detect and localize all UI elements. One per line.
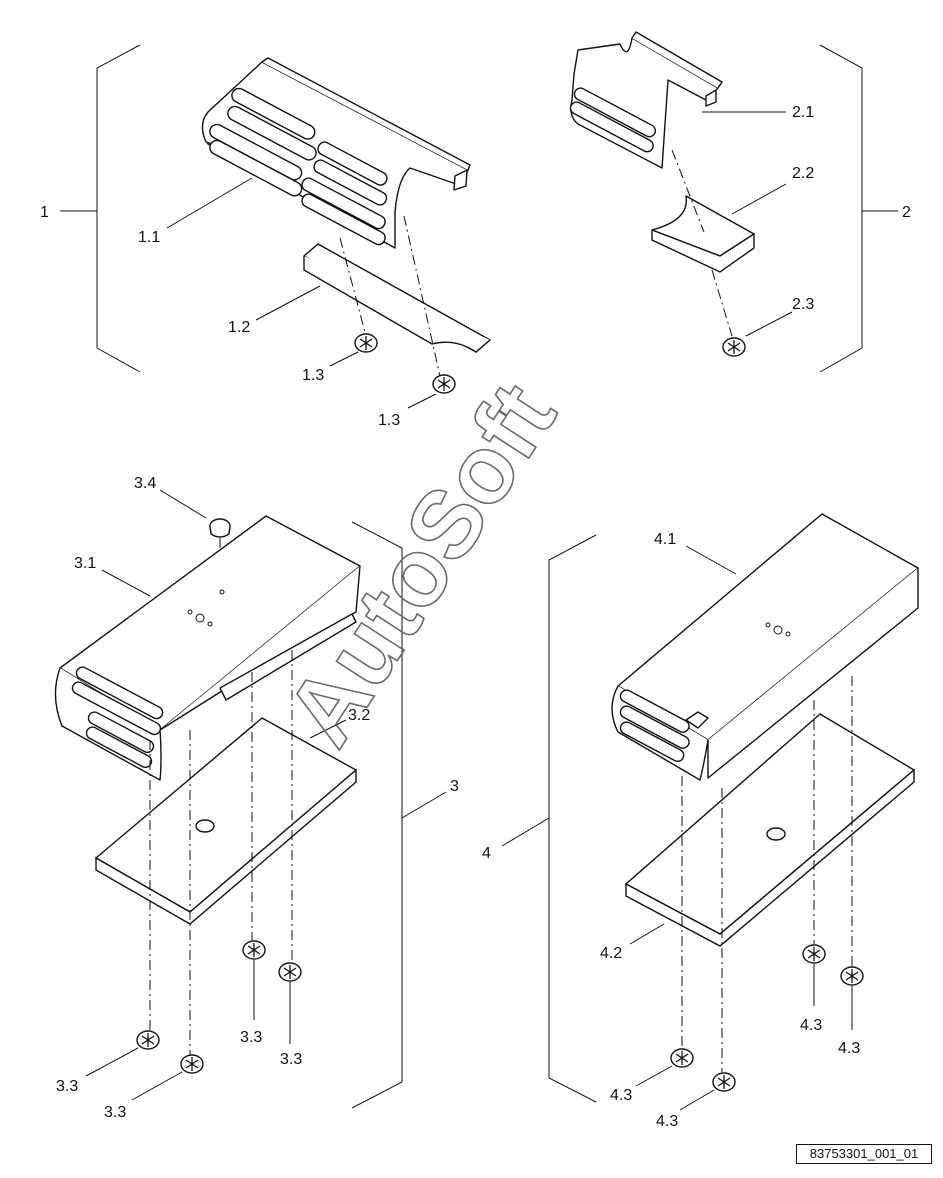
part-1-1-cover	[201, 57, 471, 249]
part-1-3-rivet-b	[432, 374, 456, 394]
group-4-bracket	[548, 534, 597, 1103]
group-1-bracket	[96, 44, 141, 373]
part-3-2-label: 3.2	[348, 707, 370, 724]
part-1-3a-leader	[329, 351, 359, 367]
part-4-2-label: 4.2	[600, 945, 622, 962]
group-2: 2 2.1 2.2 2.3	[569, 31, 911, 373]
group-3-label: 3	[450, 778, 459, 795]
part-2-3-leader	[745, 311, 793, 337]
part-2-1-label: 2.1	[792, 104, 814, 121]
group-4: 4 4.1 4.2	[482, 513, 919, 1130]
part-1-3-rivet-a	[354, 333, 378, 353]
part-2-3-rivet	[722, 337, 746, 357]
part-4-1-label: 4.1	[654, 531, 676, 548]
part-4-3b-leader	[679, 1089, 715, 1111]
group-3-bracket	[351, 521, 403, 1109]
part-2-1-cover	[569, 31, 723, 169]
group-3-leader	[401, 791, 447, 819]
part-4-3b-label: 4.3	[656, 1113, 678, 1130]
part-2-2-pad	[651, 195, 755, 273]
part-3-1-leader	[101, 569, 151, 597]
part-2-3-label: 2.3	[792, 296, 814, 313]
group-1-label: 1	[40, 204, 49, 221]
part-3-3a-leader	[85, 1047, 139, 1077]
part-3-3a-label: 3.3	[56, 1078, 78, 1095]
group-2-bracket	[819, 44, 863, 373]
part-1-2-label: 1.2	[228, 319, 250, 336]
part-4-3-rivet-d	[840, 966, 864, 986]
part-3-3-rivet-a	[136, 1030, 160, 1050]
part-4-3-rivet-c	[802, 944, 826, 964]
part-3-3d-label: 3.3	[280, 1051, 302, 1068]
part-3-2-leader	[309, 719, 347, 739]
part-2-2-label: 2.2	[792, 165, 814, 182]
part-3-3c-label: 3.3	[240, 1029, 262, 1046]
part-4-3-rivet-b	[712, 1072, 736, 1092]
part-1-2-pad	[303, 243, 491, 353]
group-1: 1 1.1 1.2 1.3	[40, 44, 491, 429]
part-3-3-rivet-c	[242, 940, 266, 960]
part-4-1-cover	[611, 513, 919, 781]
group-4-label: 4	[482, 845, 491, 862]
figure-reference-number: 83753301_001_01	[796, 1144, 932, 1164]
group-3: 3 3.4 3.1	[54, 475, 459, 1121]
part-3-3b-leader	[131, 1071, 183, 1101]
part-1-3b-leader	[407, 393, 437, 409]
part-3-4-label: 3.4	[134, 475, 156, 492]
group-4-leader	[501, 817, 550, 847]
part-3-3-rivet-b	[180, 1054, 204, 1074]
part-4-3d-label: 4.3	[838, 1040, 860, 1057]
part-4-2-leader	[629, 923, 665, 945]
part-3-3b-label: 3.3	[104, 1104, 126, 1121]
part-4-3a-label: 4.3	[610, 1087, 632, 1104]
part-3-1-cover	[54, 515, 361, 781]
part-4-3c-label: 4.3	[800, 1017, 822, 1034]
part-1-3b-label: 1.3	[378, 412, 400, 429]
part-3-1-label: 3.1	[74, 555, 96, 572]
part-3-3-rivet-d	[278, 962, 302, 982]
part-1-2-leader	[255, 285, 321, 321]
part-1-3a-label: 1.3	[302, 367, 324, 384]
part-3-4-leader	[159, 489, 207, 519]
group-2-label: 2	[902, 204, 911, 221]
part-4-2-plate	[625, 713, 915, 947]
part-4-3-rivet-a	[670, 1048, 694, 1068]
part-1-1-label: 1.1	[138, 229, 160, 246]
part-3-4-plug	[209, 518, 231, 538]
part-4-3a-leader	[635, 1065, 673, 1087]
part-4-1-leader	[685, 545, 737, 575]
part-2-2-leader	[731, 183, 787, 215]
part-1-1-leader	[166, 177, 253, 229]
